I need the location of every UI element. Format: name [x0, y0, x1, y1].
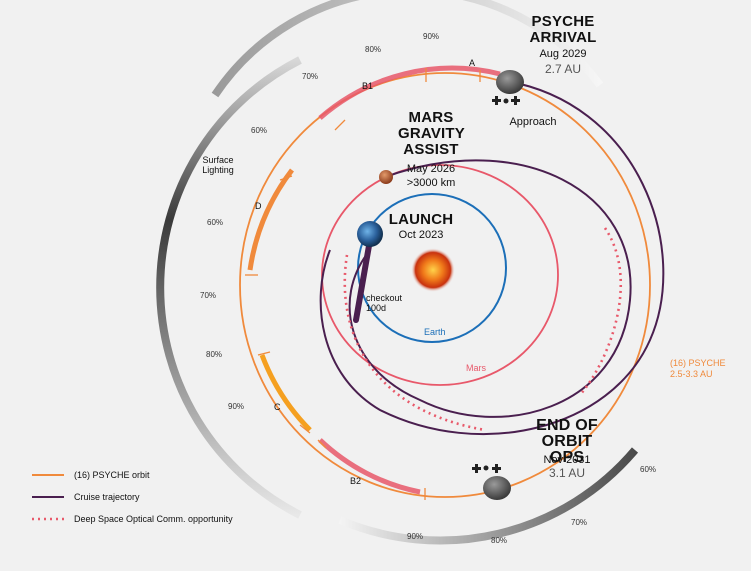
- earth-orbit-label: Earth: [424, 327, 446, 337]
- end-distance: 3.1 AU: [548, 466, 586, 480]
- phase-d: D: [255, 201, 262, 211]
- launch-title: LAUNCH: [388, 211, 454, 228]
- spacecraft-icon-end: [472, 464, 501, 473]
- arrival-distance: 2.7 AU: [544, 62, 582, 76]
- lighting-pct: 90%: [407, 532, 424, 541]
- lighting-pct: 70%: [302, 72, 319, 81]
- mars-orbit-label: Mars: [466, 363, 486, 373]
- end-date: Nov 2031: [543, 454, 591, 466]
- lighting-pct: 60%: [640, 465, 657, 474]
- cruise-trajectory: [319, 79, 665, 436]
- lighting-pct: 90%: [228, 402, 245, 411]
- surface-lighting-ring: [156, 0, 639, 545]
- dsoc-arcs: [343, 227, 622, 432]
- mars-assist-title: MARS GRAVITY ASSIST: [398, 109, 465, 158]
- checkout-label: checkout 100d: [366, 293, 403, 313]
- arrival-date: Aug 2029: [539, 48, 587, 60]
- psyche-asteroid-icon: [496, 70, 524, 94]
- legend-item-psyche: (16) PSYCHE orbit: [32, 468, 150, 482]
- approach-label: Approach: [509, 116, 557, 128]
- lighting-pct: 90%: [423, 32, 440, 41]
- psyche-orbit-label: (16) PSYCHE: [670, 358, 726, 368]
- end-title: END OF ORBIT OPS: [536, 417, 598, 466]
- phase-b2: B2: [350, 476, 362, 486]
- lighting-pct: 80%: [365, 45, 382, 54]
- spacecraft-icon: [492, 96, 520, 105]
- legend-item-dsoc: Deep Space Optical Comm. opportunity: [32, 512, 233, 526]
- lighting-pct: 70%: [571, 518, 588, 527]
- psyche-asteroid-icon-end: [483, 476, 511, 500]
- sun-icon: [411, 248, 455, 292]
- lighting-pct: 60%: [207, 218, 224, 227]
- earth-icon: [357, 221, 383, 247]
- mars-assist-date: May 2026: [406, 163, 456, 175]
- mars-icon: [379, 170, 393, 184]
- legend-item-cruise: Cruise trajectory: [32, 490, 140, 504]
- surface-lighting-label: Surface Lighting: [202, 155, 234, 175]
- psyche-range-label: 2.5-3.3 AU: [670, 369, 713, 379]
- lighting-pct: 80%: [206, 350, 223, 359]
- phase-a: A: [469, 58, 476, 68]
- legend-label: (16) PSYCHE orbit: [74, 470, 150, 480]
- arrival-title: PSYCHE ARRIVAL: [529, 13, 597, 46]
- phase-c: C: [274, 402, 281, 412]
- phase-b1: B1: [362, 81, 374, 91]
- psyche-orbit: [239, 65, 651, 500]
- legend-label: Deep Space Optical Comm. opportunity: [74, 514, 233, 524]
- mars-assist-distance: >3000 km: [406, 177, 456, 189]
- legend-label: Cruise trajectory: [74, 492, 140, 502]
- lighting-pct: 80%: [491, 536, 508, 545]
- launch-date: Oct 2023: [398, 229, 444, 241]
- lighting-pct: 70%: [200, 291, 217, 300]
- lighting-pct: 60%: [251, 126, 268, 135]
